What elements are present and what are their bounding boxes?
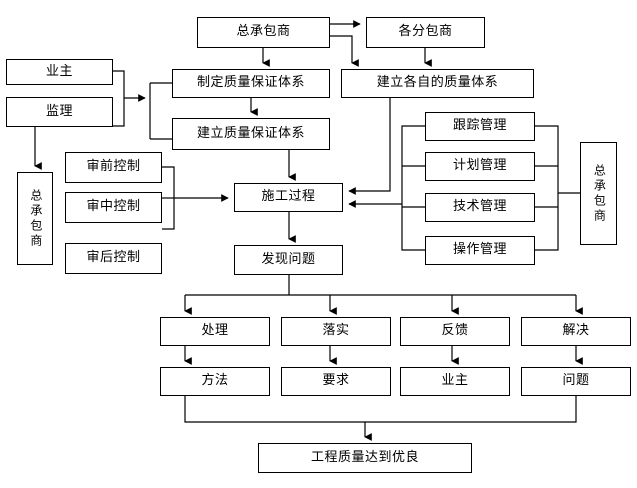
edge-own-system-to-construction	[348, 98, 391, 195]
node-owner-bottom[interactable]: 业主	[400, 367, 510, 396]
node-build-own-quality-system[interactable]: 建立各自的质量体系	[341, 69, 534, 98]
node-method[interactable]: 方法	[160, 367, 270, 396]
edge-gc-to-own-system	[330, 35, 359, 67]
node-implement[interactable]: 落实	[281, 317, 391, 346]
node-handle[interactable]: 处理	[160, 317, 270, 346]
node-operation-management[interactable]: 操作管理	[425, 236, 535, 265]
node-resolve[interactable]: 解决	[521, 317, 631, 346]
edge-mgmt-merge-right	[535, 125, 559, 251]
node-problem[interactable]: 问题	[521, 367, 631, 396]
edge-mgmt-merge-left	[401, 125, 425, 251]
edge-controls-merge	[162, 166, 175, 230]
node-build-qa-system[interactable]: 建立质量保证体系	[172, 118, 330, 150]
node-pre-review-control[interactable]: 审前控制	[65, 152, 162, 183]
edge-collector-bar	[184, 396, 577, 423]
node-subcontractors[interactable]: 各分包商	[366, 17, 485, 48]
node-owner[interactable]: 业主	[6, 59, 113, 85]
node-construction-process[interactable]: 施工过程	[234, 183, 343, 212]
node-general-contractor-right[interactable]: 总承包商	[580, 142, 617, 245]
edge-owner-supervisor-merge	[113, 70, 125, 127]
node-general-contractor-top[interactable]: 总承包商	[197, 17, 330, 48]
node-find-problem[interactable]: 发现问题	[234, 245, 343, 275]
node-technical-management[interactable]: 技术管理	[425, 193, 535, 222]
node-feedback[interactable]: 反馈	[400, 317, 510, 346]
node-post-review-control[interactable]: 审后控制	[65, 243, 162, 274]
node-establish-qa-system-plan[interactable]: 制定质量保证体系	[172, 69, 330, 98]
node-supervisor[interactable]: 监理	[6, 97, 113, 127]
node-general-contractor-left[interactable]: 总承包商	[17, 172, 53, 265]
node-requirement[interactable]: 要求	[281, 367, 391, 396]
node-plan-management[interactable]: 计划管理	[425, 152, 535, 181]
node-result[interactable]: 工程质量达到优良	[258, 443, 472, 473]
node-tracking-management[interactable]: 跟踪管理	[425, 112, 535, 141]
node-mid-review-control[interactable]: 审中控制	[65, 192, 162, 223]
